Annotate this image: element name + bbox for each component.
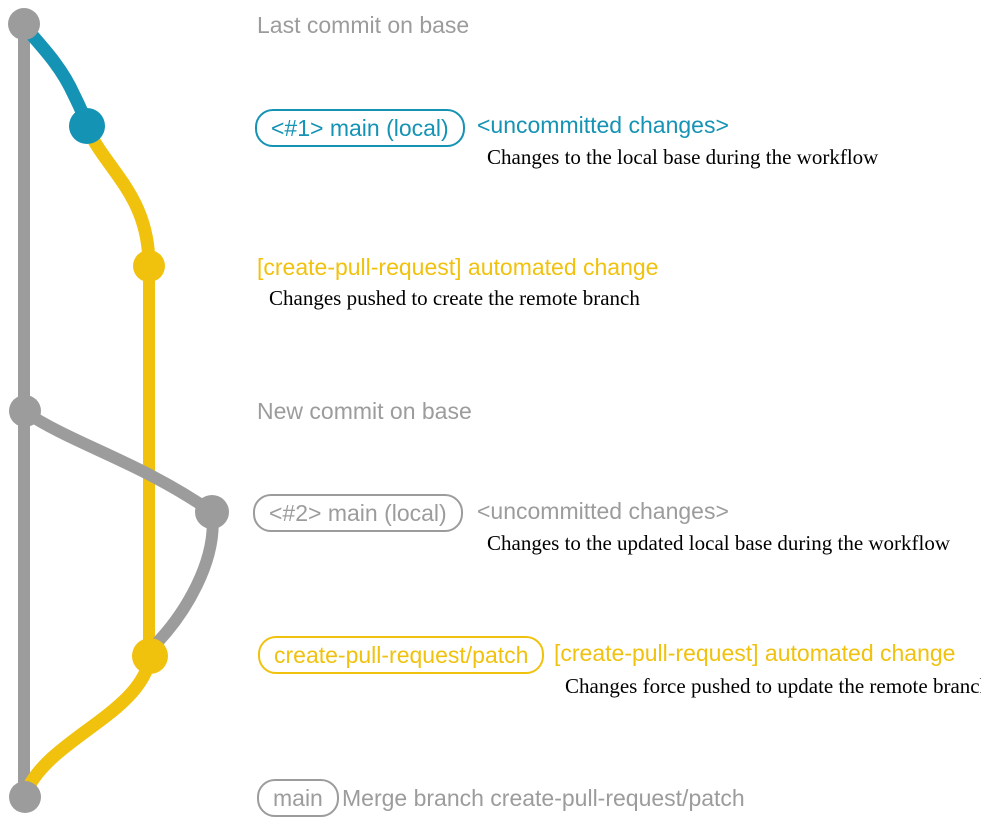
git-graph xyxy=(8,8,229,813)
commit-dot-automated-2 xyxy=(132,638,168,674)
local-main-curve xyxy=(17,19,94,132)
commit-dot-local-main-1 xyxy=(69,108,105,144)
branch-badge-main-local-1: <#1> main (local) xyxy=(255,109,465,147)
patch-branch-curve-out xyxy=(80,121,156,273)
merge-commit-label: Merge branch create-pull-request/patch xyxy=(342,785,745,811)
last-commit-label: Last commit on base xyxy=(257,12,470,38)
automated-change-1-note: Changes pushed to create the remote bran… xyxy=(269,286,640,310)
uncommitted-changes-2-note: Changes to the updated local base during… xyxy=(487,531,951,555)
automated-change-2-note: Changes force pushed to update the remot… xyxy=(565,674,981,698)
rebase-curve-in xyxy=(146,506,219,654)
uncommitted-changes-1-label: <uncommitted changes> xyxy=(477,112,729,138)
commit-dot-merge xyxy=(9,781,41,813)
commit-dot-local-main-2 xyxy=(195,495,229,529)
branch-badge-patch: create-pull-request/patch xyxy=(258,636,545,674)
branch-badge-main: main xyxy=(257,779,339,817)
commit-dot-last-base xyxy=(8,8,40,40)
new-commit-label: New commit on base xyxy=(257,398,472,424)
rebase-curve-out xyxy=(19,406,218,518)
branch-badge-main-local-2: <#2> main (local) xyxy=(253,494,463,532)
commit-dot-automated-1 xyxy=(133,250,165,282)
merge-curve xyxy=(18,651,157,802)
automated-change-1-label: [create-pull-request] automated change xyxy=(257,254,659,280)
automated-change-2-label: [create-pull-request] automated change xyxy=(554,640,956,666)
uncommitted-changes-1-note: Changes to the local base during the wor… xyxy=(487,145,879,169)
uncommitted-changes-2-label: <uncommitted changes> xyxy=(477,498,729,524)
commit-dot-new-base xyxy=(9,395,41,427)
